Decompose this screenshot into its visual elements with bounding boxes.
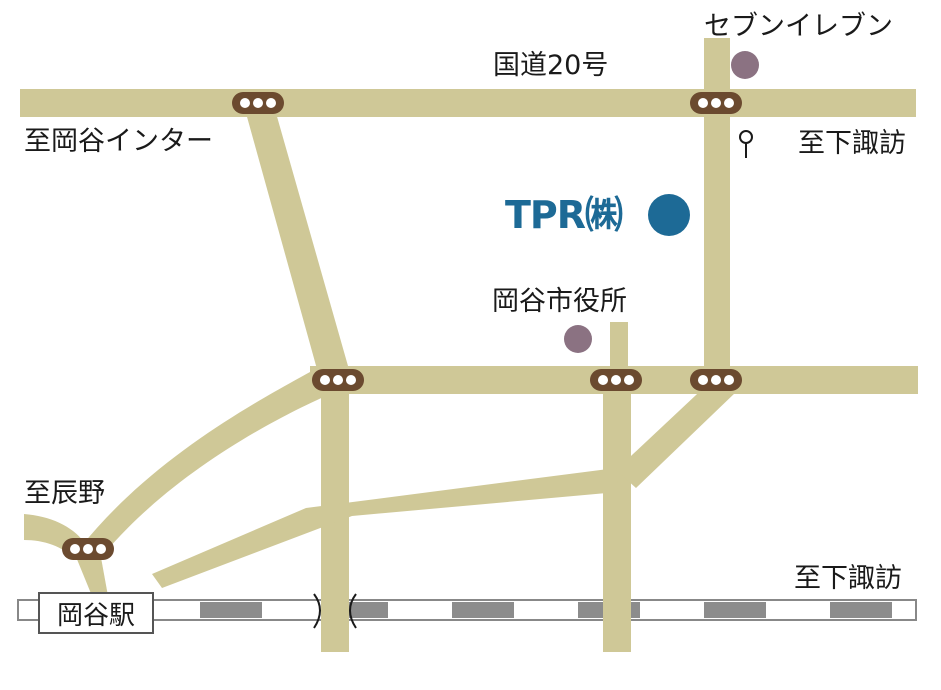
road-diagonal-west (244, 106, 352, 380)
road-diagonal-east (616, 380, 736, 488)
label-to-shimosuwa-top: 至下諏訪 (798, 128, 906, 159)
rail-segment (452, 602, 514, 618)
traffic-signal-icon (232, 92, 284, 114)
destination-dot-icon (648, 194, 690, 236)
label-to-tatsuno: 至辰野 (24, 478, 105, 509)
label-city-hall: 岡谷市役所 (492, 286, 627, 317)
label-seven-eleven: セブンイレブン (704, 11, 893, 42)
road-curve-tatsuno (80, 372, 335, 556)
road-city-hall-spur (610, 322, 628, 372)
rail-segment (704, 602, 766, 618)
rail-crossing-marks (313, 593, 357, 629)
label-to-shimosuwa-bottom: 至下諏訪 (794, 563, 902, 594)
traffic-signal-icon (62, 538, 114, 560)
traffic-signal-icon (690, 92, 742, 114)
bus-stop-icon (739, 130, 753, 158)
road-diagonal-lower (152, 468, 618, 588)
station-box: 岡谷駅 (38, 592, 154, 634)
traffic-signal-icon (312, 369, 364, 391)
road-north-south-east (704, 38, 730, 380)
rail-segment (200, 602, 262, 618)
label-tpr: TPR㈱ (505, 193, 623, 237)
traffic-signal-icon (590, 369, 642, 391)
landmark-dot-icon (564, 325, 592, 353)
station-label: 岡谷駅 (56, 600, 135, 631)
rail-segment (830, 602, 892, 618)
road-route20 (20, 89, 916, 117)
label-to-okaya-ic: 至岡谷インター (24, 126, 213, 157)
label-route20: 国道20号 (493, 50, 609, 81)
road-north-south-city-hall (603, 380, 631, 652)
traffic-signal-icon (690, 369, 742, 391)
landmark-dot-icon (731, 51, 759, 79)
road-to-station (74, 552, 108, 596)
